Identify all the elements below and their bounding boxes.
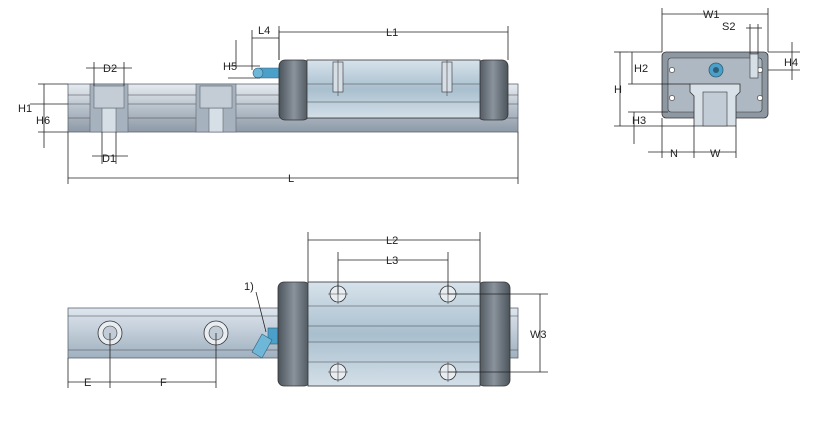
label-H3: H3 xyxy=(632,115,646,127)
top-view: L2 L3 1) W3 E F xyxy=(67,232,548,389)
rail-hole-1 xyxy=(89,83,129,133)
label-E: E xyxy=(84,377,91,389)
label-L2: L2 xyxy=(386,235,398,247)
block-thread-1 xyxy=(332,60,344,96)
label-W3: W3 xyxy=(530,329,547,341)
side-endcap-right xyxy=(477,59,509,121)
end-view: W1 S2 H4 H2 H H3 N W xyxy=(614,8,800,160)
label-L3: L3 xyxy=(386,255,398,267)
label-L: L xyxy=(288,173,294,185)
block-thread-2 xyxy=(441,60,453,96)
side-view: D2 H5 L4 L1 H1 H6 D1 L xyxy=(18,25,519,185)
top-endcap-right xyxy=(477,281,511,387)
label-L1: L1 xyxy=(386,27,398,39)
top-endcap-left xyxy=(277,281,311,387)
label-H4: H4 xyxy=(784,57,798,69)
label-H: H xyxy=(614,84,622,96)
label-L4: L4 xyxy=(258,25,270,37)
label-H6: H6 xyxy=(36,115,50,127)
grease-nipple-top xyxy=(251,327,281,359)
label-H1: H1 xyxy=(18,103,32,115)
rail-hole-2 xyxy=(195,83,237,133)
block-hole-bl xyxy=(328,362,348,382)
label-H2: H2 xyxy=(634,63,648,75)
label-H5: H5 xyxy=(223,61,237,73)
label-W: W xyxy=(710,148,721,160)
label-note-1: 1) xyxy=(244,281,254,293)
label-S2: S2 xyxy=(722,21,735,33)
label-W1: W1 xyxy=(703,9,720,21)
label-F: F xyxy=(160,377,167,389)
grease-nipple-side xyxy=(252,67,281,79)
label-D1: D1 xyxy=(102,153,116,165)
label-D2: D2 xyxy=(103,63,117,75)
side-endcap-left xyxy=(278,59,310,121)
label-N: N xyxy=(670,148,678,160)
